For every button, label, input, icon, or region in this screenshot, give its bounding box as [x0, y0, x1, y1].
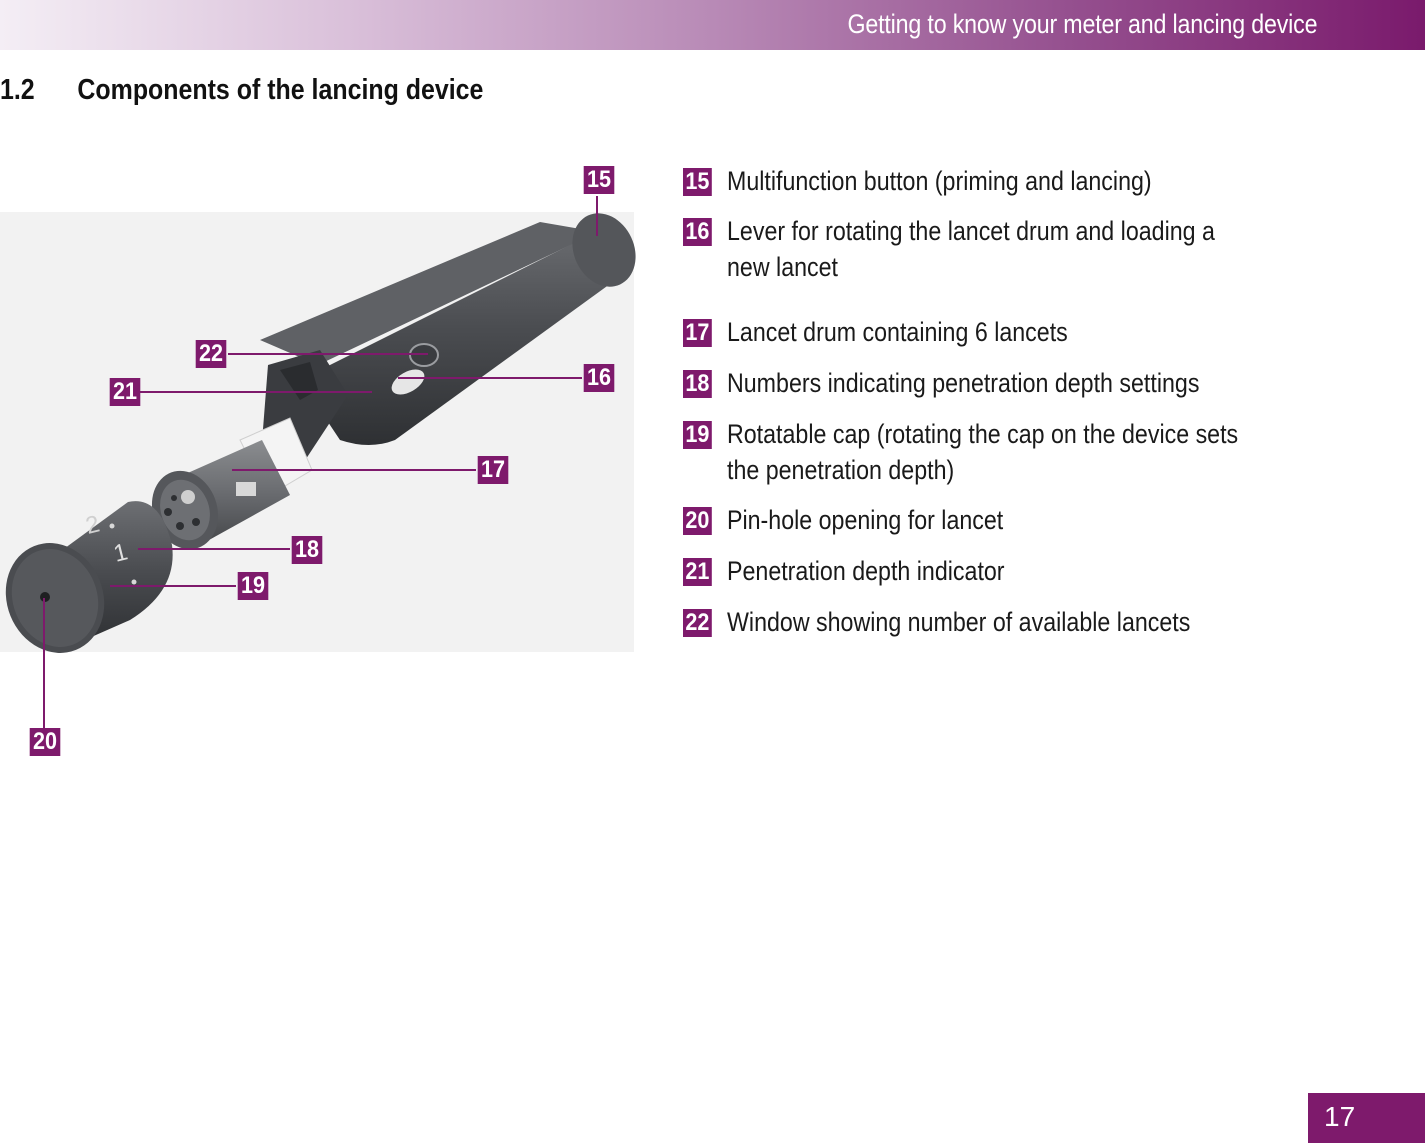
rotatable-cap: 2 1	[5, 501, 173, 653]
legend-badge: 19	[683, 421, 712, 449]
section-number: 1.2	[0, 74, 35, 106]
legend-item-19: 19 Rotatable cap (rotating the cap on th…	[683, 416, 1323, 502]
legend-badge: 22	[683, 609, 712, 637]
legend-item-16: 16 Lever for rotating the lancet drum an…	[683, 213, 1323, 314]
legend-badge: 16	[683, 218, 712, 246]
legend-badge: 21	[683, 558, 712, 586]
section-heading: 1.2 Components of the lancing device	[0, 74, 483, 114]
legend-text: Penetration depth indicator	[727, 556, 1005, 586]
legend-badge: 18	[683, 370, 712, 398]
legend-text: Numbers indicating penetration depth set…	[727, 368, 1200, 398]
legend-text: Lever for rotating the lancet drum and l…	[727, 216, 1215, 282]
legend-badge: 20	[683, 507, 712, 535]
legend-badge: 15	[683, 168, 712, 196]
legend-item-17: 17 Lancet drum containing 6 lancets	[683, 314, 1323, 365]
lancing-device-illustration: 2 1	[0, 196, 636, 728]
legend-item-15: 15 Multifunction button (priming and lan…	[683, 163, 1323, 213]
header-bar: Getting to know your meter and lancing d…	[0, 0, 1425, 50]
page-number: 17	[1324, 1101, 1356, 1132]
page-number-box: 17	[1308, 1093, 1425, 1143]
dial-digit-2: 2	[83, 510, 102, 539]
callout-22: 22	[195, 340, 227, 368]
legend-item-21: 21 Penetration depth indicator	[683, 553, 1323, 604]
callout-20: 20	[29, 728, 61, 756]
header-title: Getting to know your meter and lancing d…	[847, 9, 1317, 39]
legend-badge: 17	[683, 319, 712, 347]
section-title: Components of the lancing device	[77, 74, 484, 106]
callout-18: 18	[291, 536, 323, 564]
callout-15: 15	[583, 166, 615, 194]
legend-item-22: 22 Window showing number of available la…	[683, 604, 1323, 655]
legend-text: Window showing number of available lance…	[727, 607, 1191, 637]
legend-text: Rotatable cap (rotating the cap on the d…	[727, 419, 1239, 485]
legend-text: Multifunction button (priming and lancin…	[727, 166, 1152, 196]
callout-19: 19	[237, 572, 269, 600]
callout-lines	[43, 196, 598, 728]
legend-item-20: 20 Pin-hole opening for lancet	[683, 502, 1323, 553]
component-legend: 15 Multifunction button (priming and lan…	[683, 163, 1323, 655]
dial-digit-1: 1	[111, 538, 130, 567]
legend-text: Lancet drum containing 6 lancets	[727, 317, 1068, 347]
legend-item-18: 18 Numbers indicating penetration depth …	[683, 365, 1323, 416]
callout-21: 21	[109, 378, 141, 406]
legend-text: Pin-hole opening for lancet	[727, 505, 1004, 535]
callout-16: 16	[583, 364, 615, 392]
lancet-drum	[151, 440, 290, 550]
lancing-device-figure: 2 1 15 16 17 18 19 20 21 22	[0, 150, 660, 770]
callout-17: 17	[477, 456, 509, 484]
